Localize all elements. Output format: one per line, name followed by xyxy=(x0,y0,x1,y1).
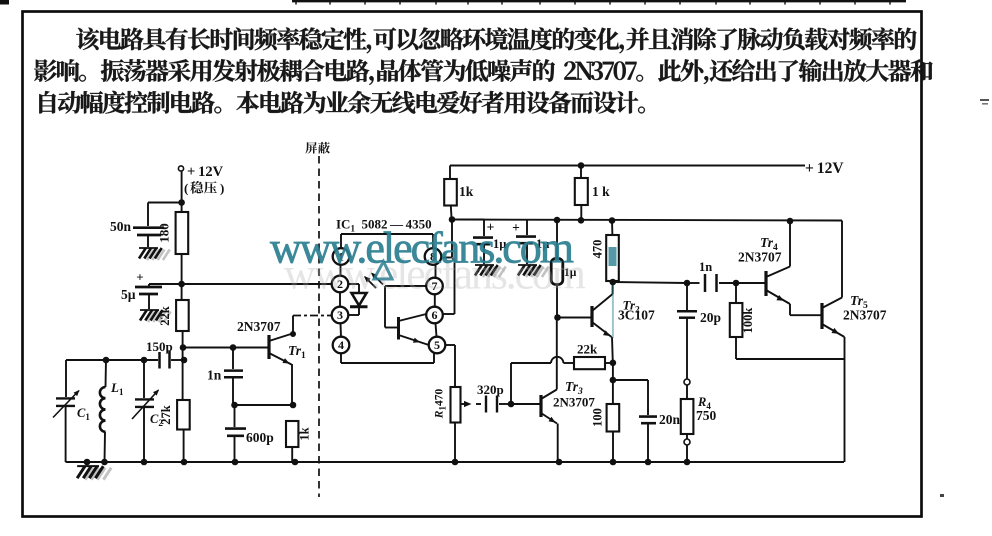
svg-text:1n: 1n xyxy=(207,368,222,383)
svg-text:Tr3: Tr3 xyxy=(565,379,583,397)
svg-text:100: 100 xyxy=(591,408,605,427)
svg-text:Tr5: Tr5 xyxy=(850,293,868,311)
svg-text:+: + xyxy=(487,220,495,235)
svg-text:27k: 27k xyxy=(159,405,173,425)
svg-text:22k: 22k xyxy=(577,342,598,357)
svg-text:600p: 600p xyxy=(246,430,274,445)
svg-text:1k: 1k xyxy=(459,184,474,199)
svg-text:+: + xyxy=(136,270,143,285)
svg-text:C2: C2 xyxy=(150,412,163,428)
svg-text:+ 12V: + 12V xyxy=(187,164,224,180)
svg-text:(: ( xyxy=(184,181,188,196)
svg-text:1µ: 1µ xyxy=(493,237,506,251)
svg-text:5µ: 5µ xyxy=(121,287,136,302)
svg-text:470: 470 xyxy=(591,240,605,259)
svg-text:Tr4: Tr4 xyxy=(760,235,778,253)
svg-text:6: 6 xyxy=(432,308,438,322)
svg-text:L1: L1 xyxy=(110,380,124,397)
svg-text:150p: 150p xyxy=(146,339,173,354)
svg-text:5: 5 xyxy=(434,338,440,352)
svg-text:100k: 100k xyxy=(741,308,755,334)
svg-text:Tr1: Tr1 xyxy=(288,343,306,361)
svg-text:2N3707: 2N3707 xyxy=(237,319,281,334)
svg-text:R1470: R1470 xyxy=(434,389,448,420)
svg-text:2N3707: 2N3707 xyxy=(553,395,595,410)
svg-text:+: + xyxy=(512,220,520,235)
svg-text:22k: 22k xyxy=(158,306,172,326)
svg-text:750: 750 xyxy=(696,408,717,423)
svg-text:1µ: 1µ xyxy=(564,267,577,279)
svg-text:+ 12V: + 12V xyxy=(805,160,844,177)
svg-text:1µ: 1µ xyxy=(536,237,549,251)
svg-text:180: 180 xyxy=(157,223,172,243)
svg-text:20n: 20n xyxy=(659,412,681,427)
svg-text:50n: 50n xyxy=(110,219,132,234)
svg-text:C1: C1 xyxy=(77,406,90,422)
svg-text:3: 3 xyxy=(337,308,343,322)
svg-text:1 k: 1 k xyxy=(592,184,610,199)
svg-text:1n: 1n xyxy=(699,260,712,274)
svg-text:8: 8 xyxy=(430,250,436,264)
svg-text:IC1 5082 — 4350: IC1 5082 — 4350 xyxy=(336,217,432,234)
svg-text:320p: 320p xyxy=(477,382,504,397)
svg-text:2N3707: 2N3707 xyxy=(738,250,782,265)
svg-text:2N3707: 2N3707 xyxy=(843,308,887,323)
svg-text:R4: R4 xyxy=(697,395,711,411)
svg-text:4: 4 xyxy=(338,338,344,352)
svg-text:www.elecfans.com: www.elecfans.com xyxy=(270,224,574,273)
svg-text:3C107: 3C107 xyxy=(618,308,655,323)
svg-text:): ) xyxy=(220,181,224,196)
svg-text:2: 2 xyxy=(337,277,343,291)
svg-text:1: 1 xyxy=(338,250,344,264)
svg-text:Tr2: Tr2 xyxy=(623,298,641,316)
svg-text:www.elecfans.com: www.elecfans.com xyxy=(284,250,586,299)
svg-text:20p: 20p xyxy=(700,310,721,325)
svg-text:1k: 1k xyxy=(298,427,312,440)
svg-text:7: 7 xyxy=(432,279,438,293)
